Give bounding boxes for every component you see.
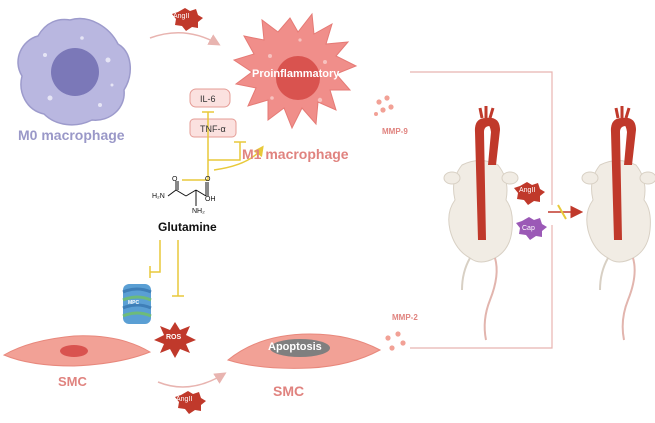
smc-left-cell [2, 335, 152, 367]
m0-macrophage-cell [17, 17, 131, 126]
ros-star [154, 322, 196, 358]
angii-badge-top [172, 8, 203, 31]
m0-to-m1-arrow [149, 32, 221, 46]
smc-left-label: SMC [58, 374, 87, 389]
smc-to-mice-connector [410, 225, 553, 349]
angii-label-top: AngII [173, 13, 190, 20]
mpc-transporter [122, 284, 152, 324]
angii-badge-mouse [514, 182, 545, 205]
smc-to-smc-arrow [157, 372, 227, 388]
mice-block-mark [557, 204, 567, 220]
mouse-right [581, 106, 655, 341]
mmp2-label: MMP-2 [392, 313, 418, 322]
m1-to-mice-connector [410, 71, 553, 205]
smc-right-cell [226, 333, 382, 369]
mpc-label: MPC [128, 300, 140, 306]
mmp9-particles [374, 95, 394, 116]
m0-macrophage-label: M0 macrophage [18, 127, 125, 143]
tnf-box [189, 118, 237, 138]
cap-label: Cap [522, 225, 535, 232]
il6-box [189, 88, 231, 108]
angii-label-mouse: AngII [519, 187, 536, 194]
glutamine-inhibition-lines [182, 111, 264, 181]
glutamine-lower-inhibition [149, 240, 184, 297]
glutamine-o1: O [172, 176, 178, 183]
tnf-label: TNF-α [200, 124, 226, 134]
angii-badge-bottom [175, 391, 206, 414]
glutamine-h2n: H₂N [152, 193, 165, 200]
proinflammatory-label: Proinflammatory [252, 68, 340, 80]
angii-label-bottom: AngII [176, 396, 193, 403]
mmp9-label: MMP-9 [382, 127, 408, 136]
glutamine-structure [167, 181, 209, 206]
mmp2-particles [385, 331, 406, 351]
m1-macrophage-label: M1 macrophage [242, 146, 349, 162]
mouse-left [443, 106, 519, 341]
glutamine-oh: OH [205, 196, 216, 203]
apoptosis-label: Apoptosis [268, 341, 322, 353]
glutamine-nh2: NH₂ [192, 208, 205, 215]
smc-right-label: SMC [273, 383, 305, 399]
glutamine-label: Glutamine [158, 220, 217, 234]
cap-badge [516, 217, 547, 240]
glutamine-o2: O [205, 176, 211, 183]
il6-label: IL-6 [200, 94, 216, 104]
ros-label: ROS [166, 334, 182, 341]
m1-macrophage-cell [232, 12, 358, 130]
